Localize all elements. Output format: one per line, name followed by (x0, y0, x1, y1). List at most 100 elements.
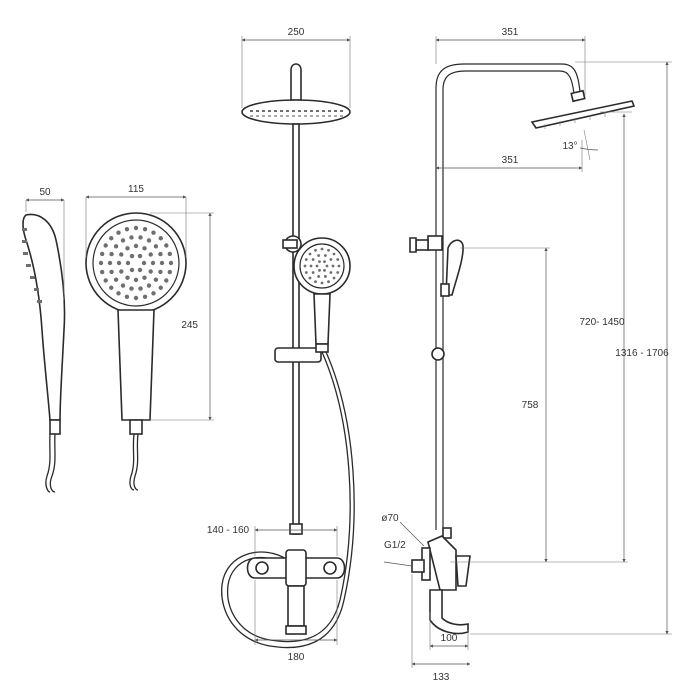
nozzle-dot (138, 235, 143, 240)
dim-tilt-angle: 13° (562, 141, 577, 152)
nozzle-dot (322, 110, 325, 112)
nozzle-dot (340, 110, 343, 112)
nozzle-dot (320, 281, 324, 285)
nozzle-dot (304, 258, 308, 261)
dimension-lines (25, 36, 672, 668)
dim-mixer-projection: 133 (433, 672, 450, 683)
nozzle-dot (317, 254, 320, 257)
nozzle-dot (167, 251, 173, 257)
nozzle-dot (107, 260, 113, 266)
nozzle-dot (103, 278, 108, 283)
dim-mixer-width: 180 (288, 652, 305, 663)
nozzle-dot (316, 110, 319, 112)
nozzle-dot (304, 115, 307, 117)
nozzle-dot (298, 115, 301, 117)
dim-reach-bottom: 351 (502, 155, 519, 166)
nozzle-dot (280, 110, 283, 112)
nozzle-dot (336, 271, 340, 274)
nozzle-dot (309, 264, 313, 268)
nozzle-dot (129, 267, 135, 273)
nozzle-dot (125, 246, 130, 251)
nozzle-dot (268, 115, 271, 117)
nozzle-dot (150, 260, 156, 266)
nozzle-dot (124, 294, 130, 300)
nozzle-dot (286, 115, 289, 117)
nozzle-dot (148, 269, 153, 274)
nozzle-dot (314, 248, 317, 252)
nozzle-dot (318, 260, 321, 264)
nozzle-dot (146, 238, 152, 243)
nozzle-dot (151, 291, 156, 296)
nozzle-dot (129, 253, 135, 259)
nozzle-dot (334, 110, 337, 112)
nozzle-dot (274, 110, 277, 112)
nozzle-dot (125, 275, 130, 280)
nozzle-dot (274, 115, 277, 117)
nozzle-dot (98, 260, 104, 266)
nozzle-dot (137, 253, 143, 259)
nozzle-dot (109, 285, 114, 290)
nozzle-dot (310, 115, 313, 117)
nozzle-dot (129, 286, 134, 291)
nozzle-dot (311, 258, 315, 261)
nozzle-dot (133, 225, 139, 231)
nozzle-dot (292, 115, 295, 117)
nozzle-dot (329, 258, 333, 261)
dim-handshower-side-width: 50 (39, 187, 51, 198)
nozzle-dot (329, 271, 333, 274)
overhead-side-nozzles (544, 112, 606, 129)
nozzle-dot (325, 264, 329, 268)
nozzle-dot (109, 269, 114, 275)
nozzle-dot (158, 236, 163, 241)
dim-handshower-length: 245 (181, 320, 198, 331)
nozzle-dot (133, 277, 139, 283)
nozzle-dot (158, 251, 163, 257)
nozzle-dot (340, 115, 343, 117)
nozzle-dot (308, 252, 312, 256)
nozzle-dot (99, 269, 105, 275)
dim-total-height-range: 1316 - 1706 (615, 348, 669, 359)
nozzle-dot (303, 264, 307, 268)
nozzle-dot (141, 260, 147, 266)
nozzle-dot (120, 238, 126, 243)
nozzle-dot (164, 278, 169, 283)
nozzle-dot (146, 283, 152, 288)
dim-connection-spacing: 140 - 160 (207, 525, 250, 536)
nozzle-dot (316, 115, 319, 117)
nozzle-dot (142, 275, 147, 280)
handshower-front-nozzles (98, 225, 174, 301)
nozzle-dot (116, 291, 121, 296)
rail-handshower-nozzles (303, 247, 341, 285)
handshower-front-view (85, 212, 187, 491)
dim-thread-size: G1/2 (384, 540, 406, 551)
nozzle-dot (327, 280, 330, 284)
dim-reach-top: 351 (502, 27, 519, 38)
nozzle-dot (250, 115, 253, 117)
nozzle-dot (310, 110, 313, 112)
nozzle-dot (280, 115, 283, 117)
nozzle-dot (109, 251, 114, 257)
nozzle-dot (324, 275, 327, 278)
nozzle-dot (119, 269, 124, 274)
nozzle-dot (262, 115, 265, 117)
nozzle-dot (286, 110, 289, 112)
nozzle-dot (304, 110, 307, 112)
nozzle-dot (315, 264, 319, 268)
shower-system-front-view (221, 63, 355, 649)
nozzle-dot (99, 251, 105, 257)
nozzle-dot (334, 115, 337, 117)
nozzle-dot (318, 268, 321, 272)
dim-handshower-height-range: 720- 1450 (579, 317, 624, 328)
nozzle-dot (328, 115, 331, 117)
nozzle-dot (336, 258, 340, 261)
nozzle-dot (142, 246, 147, 251)
nozzle-dot (153, 277, 159, 282)
nozzle-dot (317, 275, 320, 278)
nozzle-dot (119, 252, 124, 257)
nozzle-dot (168, 260, 174, 266)
dim-spout-projection: 100 (441, 633, 458, 644)
nozzle-dot (327, 248, 330, 252)
nozzle-dot (262, 110, 265, 112)
handshower-side-nozzles (22, 228, 42, 303)
